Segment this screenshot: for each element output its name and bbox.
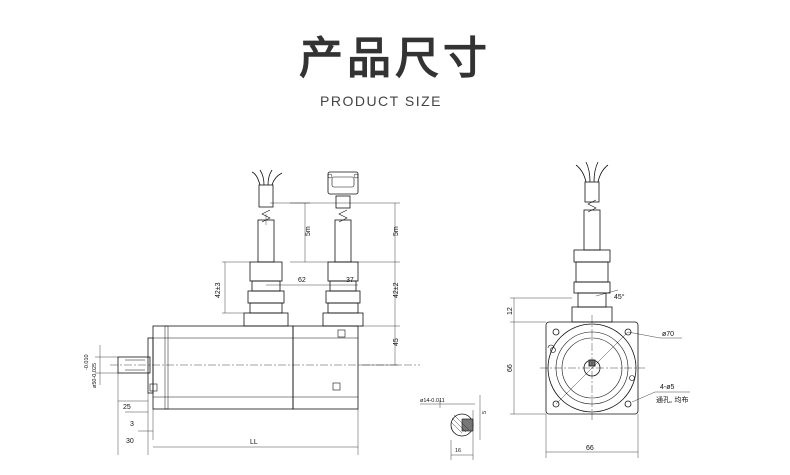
bolt-hole — [624, 328, 632, 336]
dim-front-width: 66 — [586, 445, 594, 452]
dim-shaft-key-height: 16 — [455, 448, 461, 454]
dim-connector-height-right: 42±2 — [393, 282, 400, 298]
dim-cable-length-left: 5m — [305, 226, 312, 236]
dim-connector-height-left: 42±3 — [215, 282, 222, 298]
shaft-section-detail — [420, 395, 481, 460]
dim-top-offset: 12 — [507, 307, 514, 315]
dim-connector-spacing: 62 — [298, 277, 306, 284]
dim-flange-pilot-tolerance: -0.010 — [84, 354, 90, 370]
dim-flange-thickness: 3 — [130, 421, 134, 428]
encoder-body — [292, 325, 359, 410]
bolt-hole — [552, 328, 560, 336]
dim-shaft-diameter: ø14-0.011 — [420, 398, 445, 404]
dsub-connector-icon — [327, 171, 359, 195]
page-subtitle: PRODUCT SIZE — [320, 93, 442, 109]
dim-front-height: 66 — [507, 364, 514, 372]
bolt-hole — [552, 400, 560, 408]
page-title: 产品尺寸 — [299, 33, 491, 84]
bolt-hole — [624, 400, 632, 408]
dim-cable-length-right: 5m — [393, 226, 400, 236]
dim-holes-note: 通孔, 均布 — [656, 395, 688, 404]
motor-body — [152, 325, 294, 410]
dim-shaft-length: 30 — [126, 438, 134, 445]
dim-body-length: LL — [250, 439, 258, 446]
dim-angle: 45° — [614, 293, 625, 301]
dim-body-height: 45 — [393, 338, 400, 346]
dim-holes-label: 4-ø5 — [660, 384, 675, 391]
dim-key-width: 5 — [482, 411, 488, 414]
dim-bolt-circle: ø70 — [662, 331, 674, 338]
dim-key-length: 25 — [123, 404, 131, 411]
front-view — [510, 161, 690, 458]
dim-connector-offset: 37 — [346, 277, 354, 284]
side-view — [95, 169, 420, 455]
dim-flange-pilot-diameter: ø50-0.025 — [92, 363, 98, 388]
